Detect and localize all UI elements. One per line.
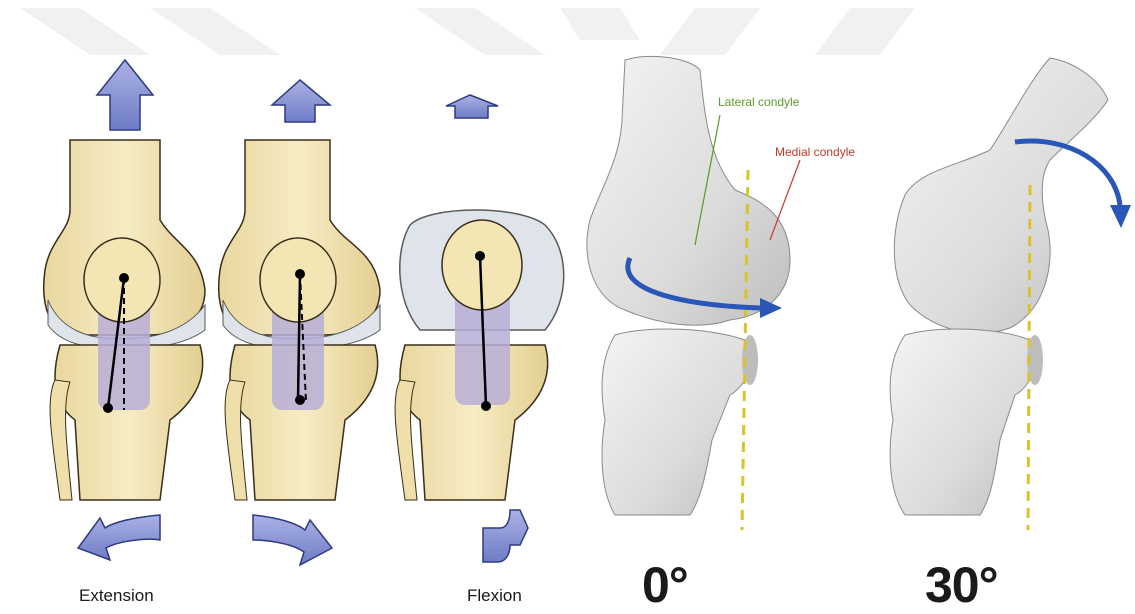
- angle-30-label: 30°: [925, 556, 998, 614]
- up-arrow-icon: [272, 80, 330, 122]
- up-arrow-icon: [97, 60, 153, 130]
- lateral-condyle-label: Lateral condyle: [718, 95, 799, 109]
- angle-0-label: 0°: [642, 556, 688, 614]
- knee-render-0-degrees: [587, 56, 790, 515]
- knee-render-30-degrees: [890, 58, 1108, 515]
- medial-condyle-label: Medial condyle: [775, 145, 855, 159]
- femur-render: [894, 58, 1108, 333]
- tibia-render: [890, 329, 1034, 515]
- curved-arrow-icon: [483, 510, 528, 562]
- knee-extension-illustration: [44, 140, 205, 500]
- medial-condyle-pointer: [770, 160, 800, 240]
- knee-mid-illustration: [219, 140, 380, 500]
- curved-arrow-icon: [78, 515, 160, 560]
- knee-flexion-illustration: [395, 210, 564, 500]
- axis-line-30: [1028, 185, 1030, 530]
- up-arrow-icon: [446, 95, 498, 118]
- tibia-render: [602, 329, 750, 515]
- watermark-stripes: [20, 8, 915, 55]
- curved-arrow-icon: [253, 515, 332, 565]
- patella: [260, 238, 336, 322]
- extension-label: Extension: [79, 586, 154, 606]
- flexion-label: Flexion: [467, 586, 522, 606]
